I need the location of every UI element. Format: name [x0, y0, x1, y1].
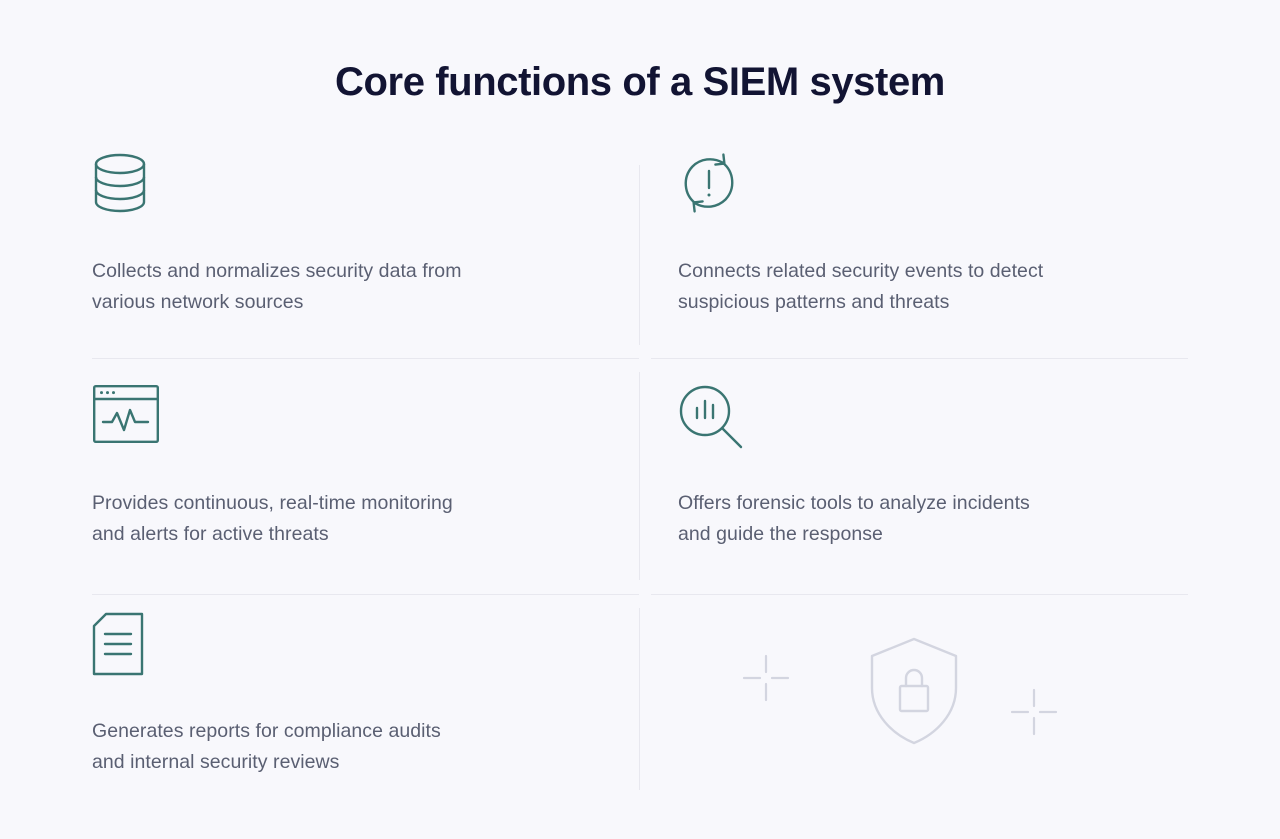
function-description: Generates reports for compliance audits …	[92, 716, 562, 778]
divider-vertical-row2	[639, 372, 640, 580]
alert-refresh-icon	[678, 150, 1198, 228]
description-line-1: Connects related security events to dete…	[678, 260, 1044, 282]
function-description: Collects and normalizes security data fr…	[92, 256, 562, 318]
description-line-1: Provides continuous, real-time monitorin…	[92, 492, 453, 514]
monitor-pulse-icon	[92, 382, 612, 460]
database-icon	[92, 150, 612, 228]
function-description: Provides continuous, real-time monitorin…	[92, 488, 562, 550]
divider-horizontal-row2-left	[92, 594, 639, 595]
magnifier-chart-icon	[678, 382, 1198, 460]
function-card-collects: Collects and normalizes security data fr…	[92, 150, 612, 360]
function-card-forensics: Offers forensic tools to analyze inciden…	[678, 382, 1198, 592]
divider-horizontal-row2-right	[651, 594, 1188, 595]
divider-horizontal-row1-left	[92, 358, 639, 359]
document-lines-icon	[92, 610, 612, 688]
function-card-reports: Generates reports for compliance audits …	[92, 610, 612, 810]
description-line-1: Collects and normalizes security data fr…	[92, 260, 462, 282]
description-line-2: and guide the response	[678, 523, 883, 545]
description-line-2: various network sources	[92, 291, 304, 313]
description-line-1: Generates reports for compliance audits	[92, 720, 441, 742]
divider-vertical-row1	[639, 165, 640, 345]
description-line-2: and alerts for active threats	[92, 523, 329, 545]
function-card-connects: Connects related security events to dete…	[678, 150, 1198, 360]
description-line-2: and internal security reviews	[92, 751, 340, 773]
function-card-monitoring: Provides continuous, real-time monitorin…	[92, 382, 612, 592]
description-line-1: Offers forensic tools to analyze inciden…	[678, 492, 1030, 514]
function-description: Offers forensic tools to analyze inciden…	[678, 488, 1148, 550]
divider-vertical-row3	[639, 608, 640, 790]
functions-grid: Collects and normalizes security data fr…	[92, 150, 1188, 795]
page-title: Core functions of a SIEM system	[335, 60, 945, 104]
function-description: Connects related security events to dete…	[678, 256, 1148, 318]
description-line-2: suspicious patterns and threats	[678, 291, 950, 313]
divider-horizontal-row1-right	[651, 358, 1188, 359]
